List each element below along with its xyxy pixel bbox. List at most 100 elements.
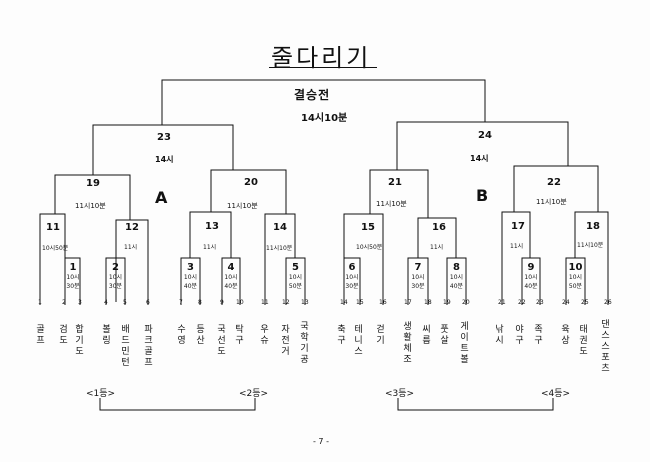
game-18-time: 11시10분 xyxy=(577,242,604,249)
game-5-time-hour: 10시 xyxy=(288,274,303,281)
slot-number: 13 xyxy=(301,299,309,306)
event-name: 배드민턴 xyxy=(121,325,130,368)
event-name: 국학기공 xyxy=(300,322,309,365)
event-name: 국선도 xyxy=(217,325,226,357)
game-22-number: 22 xyxy=(547,177,561,188)
game-16-number: 16 xyxy=(432,222,446,233)
page-number: - 7 - xyxy=(313,437,329,446)
game-13-time: 11시 xyxy=(203,244,217,251)
event-name: 우슈 xyxy=(260,325,269,346)
section-a-label: A xyxy=(155,188,168,207)
event-name: 씨름 xyxy=(422,325,431,346)
event-name: 태권도 xyxy=(579,325,588,357)
game-20-time: 11시10분 xyxy=(227,202,258,210)
slot-number: 11 xyxy=(261,299,269,306)
event-name: 테니스 xyxy=(354,325,363,357)
game-6-number: 6 xyxy=(348,262,356,273)
game-3-time-min: 40분 xyxy=(183,283,198,290)
game-20-number: 20 xyxy=(244,177,258,188)
game-14-number: 14 xyxy=(273,222,287,233)
slot-number: 26 xyxy=(604,299,612,306)
game-12-number: 12 xyxy=(125,222,139,233)
game-15-time: 10시50분 xyxy=(356,244,383,251)
event-name: 검도 xyxy=(59,325,68,346)
game-7: 7 10시 30분 xyxy=(408,262,428,291)
game-24-time: 14시 xyxy=(470,154,489,163)
event-name: 육상 xyxy=(561,325,570,346)
game-24-number: 24 xyxy=(478,130,492,141)
game-10-time-hour: 10시 xyxy=(568,274,583,281)
slot-number: 14 xyxy=(340,299,348,306)
slot-number: 17 xyxy=(404,299,412,306)
section-b-label: B xyxy=(476,186,489,205)
game-17-time: 11시 xyxy=(510,243,524,250)
slot-number: 5 xyxy=(123,299,127,306)
game-14-time: 11시10분 xyxy=(266,245,293,252)
event-name: 걷기 xyxy=(376,325,385,346)
game-5: 5 10시 50분 xyxy=(286,262,305,291)
slot-number: 9 xyxy=(220,299,224,306)
slot-number: 12 xyxy=(282,299,290,306)
slot-number: 22 xyxy=(518,299,526,306)
event-name: 댄스스포츠 xyxy=(601,320,610,374)
game-11-time: 10시50분 xyxy=(42,245,69,252)
slot-number: 16 xyxy=(379,299,387,306)
game-4-number: 4 xyxy=(227,262,235,273)
event-name: 풋살 xyxy=(440,325,449,346)
game-8-number: 8 xyxy=(453,262,460,273)
game-7-time-min: 30분 xyxy=(411,283,425,290)
event-name: 볼링 xyxy=(102,325,111,346)
game-21-time: 11시10분 xyxy=(376,200,407,208)
game-12-time: 11시 xyxy=(124,244,138,251)
game-8: 8 10시 40분 xyxy=(447,262,466,291)
slot-number: 24 xyxy=(562,299,570,306)
game-5-number: 5 xyxy=(292,262,299,273)
game-6-time-hour: 10시 xyxy=(345,274,359,281)
game-19-time: 11시10분 xyxy=(75,202,106,210)
game-6-time-min: 30분 xyxy=(345,283,359,290)
place-1st-label: <1등> xyxy=(86,389,116,399)
slot-number: 23 xyxy=(536,299,544,306)
game-1: 1 10시 30분 xyxy=(65,262,81,291)
event-name: 축구 xyxy=(337,325,346,346)
game-8-time-hour: 10시 xyxy=(449,274,464,281)
game-4-time-min: 40분 xyxy=(224,283,238,290)
game-17-number: 17 xyxy=(511,221,525,232)
game-9-time-min: 40분 xyxy=(524,283,538,290)
game-5-time-min: 50분 xyxy=(288,283,303,290)
game-15-number: 15 xyxy=(361,222,375,233)
game-9-time-hour: 10시 xyxy=(524,274,538,281)
game-6: 6 10시 30분 xyxy=(344,262,360,291)
event-name: 합기도 xyxy=(75,325,84,357)
game-11-number: 11 xyxy=(46,222,60,233)
event-name: 생활체조 xyxy=(403,322,412,365)
slot-number: 19 xyxy=(443,299,451,306)
game-4: 4 10시 40분 xyxy=(222,262,240,291)
game-9: 9 10시 40분 xyxy=(522,262,540,291)
event-name: 야구 xyxy=(515,325,524,346)
game-9-number: 9 xyxy=(527,262,535,273)
game-16-time: 11시 xyxy=(430,244,444,251)
final-time: 14시10분 xyxy=(301,113,348,124)
game-4-time-hour: 10시 xyxy=(224,274,238,281)
game-1-time-min: 30분 xyxy=(66,283,80,290)
game-3-time-hour: 10시 xyxy=(183,274,198,281)
event-name: 골프 xyxy=(36,325,45,346)
place-4th-label: <4등> xyxy=(541,389,571,399)
game-23-number: 23 xyxy=(157,132,171,143)
game-1-time-hour: 10시 xyxy=(66,274,80,281)
title-underline xyxy=(269,67,377,68)
slot-number: 8 xyxy=(198,299,202,306)
game-10-time-min: 50분 xyxy=(568,283,583,290)
slot-number: 20 xyxy=(462,299,470,306)
event-name: 낚시 xyxy=(495,325,504,346)
game-10-number: 10 xyxy=(568,262,583,273)
final-label: 결승전 xyxy=(294,88,331,102)
slot-number: 25 xyxy=(581,299,589,306)
game-13-number: 13 xyxy=(205,221,219,232)
slot-number: 4 xyxy=(104,299,108,306)
game-23-time: 14시 xyxy=(155,155,174,164)
slot-number: 21 xyxy=(498,299,506,306)
